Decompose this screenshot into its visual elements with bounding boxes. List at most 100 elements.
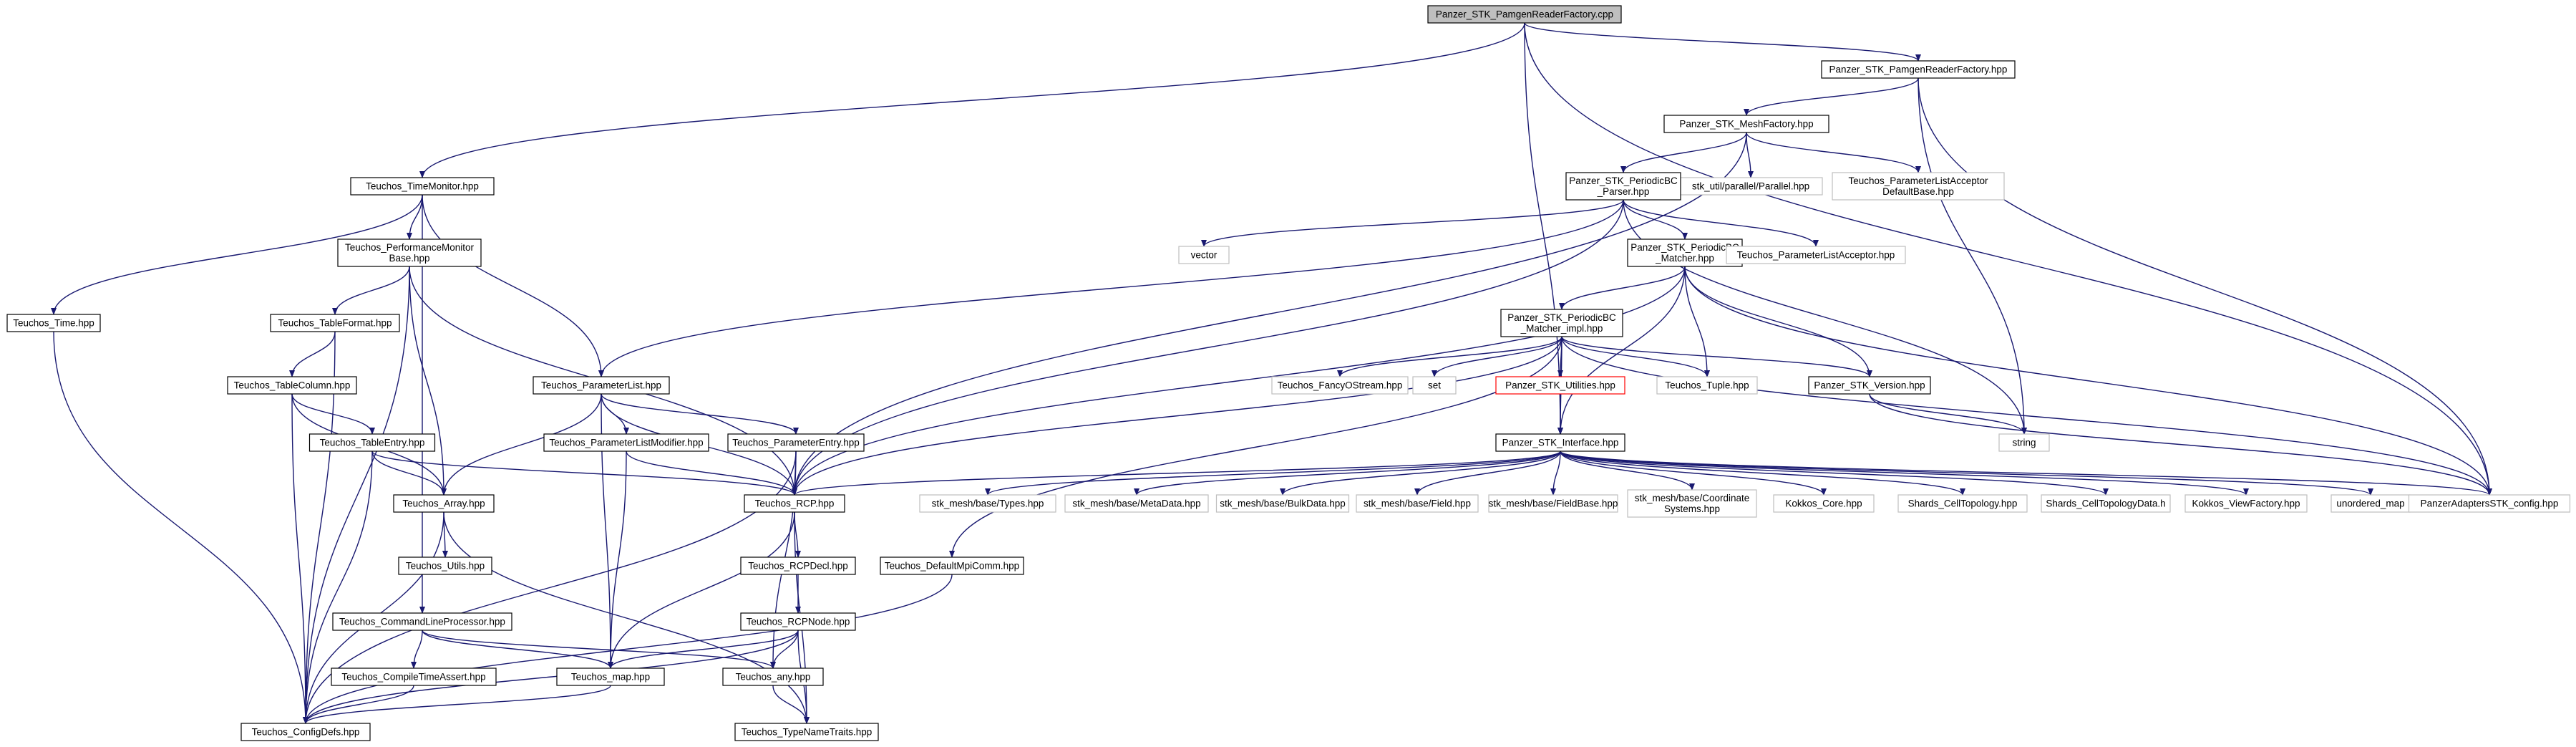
node-field[interactable]: stk_mesh/base/Field.hpp xyxy=(1356,494,1479,513)
node-periodic_matcher[interactable]: Panzer_STK_PeriodicBC_Matcher.hpp xyxy=(1627,238,1743,267)
node-rcpdecl[interactable]: Teuchos_RCPDecl.hpp xyxy=(740,556,856,575)
node-label-periodic_parser: _Parser.hpp xyxy=(1597,186,1650,197)
node-box-tableentry xyxy=(308,433,436,452)
node-string[interactable]: string xyxy=(1998,433,2050,452)
node-meshfactory[interactable]: Panzer_STK_MeshFactory.hpp xyxy=(1663,115,1829,133)
node-label-config: PanzerAdaptersSTK_config.hpp xyxy=(2421,498,2559,509)
node-types[interactable]: stk_mesh/base/Types.hpp xyxy=(919,494,1056,513)
node-label-tablecolumn: Teuchos_TableColumn.hpp xyxy=(234,380,351,391)
node-label-metadata: stk_mesh/base/MetaData.hpp xyxy=(1072,498,1200,509)
node-label-fancyostream: Teuchos_FancyOStream.hpp xyxy=(1278,380,1403,391)
node-label-array: Teuchos_Array.hpp xyxy=(402,498,485,509)
node-time[interactable]: Teuchos_Time.hpp xyxy=(6,314,101,332)
edge-interface-to-rcp xyxy=(792,450,1561,496)
node-configdefs[interactable]: Teuchos_ConfigDefs.hpp xyxy=(240,723,371,741)
edge-matcher_impl-to-mpicomm xyxy=(949,336,1562,558)
node-box-compiletime xyxy=(331,668,497,686)
edge-matcher_impl-to-set xyxy=(1432,336,1562,377)
node-label-set: set xyxy=(1428,380,1441,391)
node-label-periodic_matcher: _Matcher.hpp xyxy=(1655,253,1714,264)
node-paramlist[interactable]: Teuchos_ParameterList.hpp xyxy=(533,376,670,395)
edge-time-to-configdefs xyxy=(53,331,308,724)
node-label-plmodifier: Teuchos_ParameterListModifier.hpp xyxy=(549,438,703,448)
node-label-configdefs: Teuchos_ConfigDefs.hpp xyxy=(252,727,360,738)
edge-tablecolumn-to-tableentry xyxy=(291,393,375,435)
node-box-fancyostream xyxy=(1271,376,1409,395)
node-label-paramentry: Teuchos_ParameterEntry.hpp xyxy=(732,438,860,448)
node-celltopology[interactable]: Shards_CellTopology.hpp xyxy=(1897,494,2028,513)
node-box-paramlist xyxy=(533,376,670,395)
node-compiletime[interactable]: Teuchos_CompileTimeAssert.hpp xyxy=(331,668,497,686)
node-box-config xyxy=(2408,494,2571,513)
node-box-tableformat xyxy=(270,314,400,332)
node-label-matcher_impl: _Matcher_impl.hpp xyxy=(1520,323,1603,334)
node-any[interactable]: Teuchos_any.hpp xyxy=(722,668,824,686)
node-tablecolumn[interactable]: Teuchos_TableColumn.hpp xyxy=(227,376,357,395)
edge-pamgen_hpp-to-meshfactory xyxy=(1744,77,1919,116)
node-fieldbase[interactable]: stk_mesh/base/FieldBase.hpp xyxy=(1488,494,1618,513)
node-parallel[interactable]: stk_util/parallel/Parallel.hpp xyxy=(1678,177,1823,196)
node-paramentry[interactable]: Teuchos_ParameterEntry.hpp xyxy=(727,433,865,452)
node-label-utils: Teuchos_Utils.hpp xyxy=(406,561,485,572)
node-matcher_impl[interactable]: Panzer_STK_PeriodicBC_Matcher_impl.hpp xyxy=(1500,309,1623,337)
node-label-matcher_impl: Panzer_STK_PeriodicBC xyxy=(1507,312,1616,323)
node-unordered_map[interactable]: unordered_map xyxy=(2330,494,2411,513)
node-rcp[interactable]: Teuchos_RCP.hpp xyxy=(744,494,845,513)
node-root[interactable]: Panzer_STK_PamgenReaderFactory.cpp xyxy=(1427,5,1622,24)
node-tuple[interactable]: Teuchos_Tuple.hpp xyxy=(1656,376,1758,395)
node-label-pla_default: DefaultBase.hpp xyxy=(1882,186,1954,197)
node-tableformat[interactable]: Teuchos_TableFormat.hpp xyxy=(270,314,400,332)
node-box-meshfactory xyxy=(1663,115,1829,133)
node-box-periodic_parser xyxy=(1565,172,1681,201)
node-set[interactable]: set xyxy=(1412,376,1457,395)
node-bulkdata[interactable]: stk_mesh/base/BulkData.hpp xyxy=(1215,494,1350,513)
node-label-coordsys: stk_mesh/base/Coordinate xyxy=(1635,493,1750,503)
node-label-meshfactory: Panzer_STK_MeshFactory.hpp xyxy=(1679,119,1813,130)
edge-meshfactory-to-pla_default xyxy=(1746,132,1921,173)
node-viewfactory[interactable]: Kokkos_ViewFactory.hpp xyxy=(2184,494,2308,513)
node-tableentry[interactable]: Teuchos_TableEntry.hpp xyxy=(308,433,436,452)
node-vector[interactable]: vector xyxy=(1178,246,1230,264)
node-pla[interactable]: Teuchos_ParameterListAcceptor.hpp xyxy=(1726,246,1906,264)
node-plmodifier[interactable]: Teuchos_ParameterListModifier.hpp xyxy=(543,433,709,452)
node-box-array xyxy=(393,494,495,513)
node-timemonitor[interactable]: Teuchos_TimeMonitor.hpp xyxy=(350,177,495,196)
edge-root-to-timemonitor xyxy=(419,22,1525,178)
node-rcpnode[interactable]: Teuchos_RCPNode.hpp xyxy=(740,612,856,631)
edge-any-to-typename xyxy=(772,685,810,724)
node-config[interactable]: PanzerAdaptersSTK_config.hpp xyxy=(2408,494,2571,513)
node-metadata[interactable]: stk_mesh/base/MetaData.hpp xyxy=(1064,494,1209,513)
edge-interface-to-metadata xyxy=(1134,450,1561,496)
node-label-kokkoscore: Kokkos_Core.hpp xyxy=(1785,498,1862,509)
edge-interface-to-field xyxy=(1414,450,1561,496)
node-interface[interactable]: Panzer_STK_Interface.hpp xyxy=(1495,433,1625,452)
node-utils[interactable]: Teuchos_Utils.hpp xyxy=(398,556,492,575)
node-pla_default[interactable]: Teuchos_ParameterListAcceptorDefaultBase… xyxy=(1832,172,2005,201)
edge-matcher_impl-to-tuple xyxy=(1561,336,1710,377)
node-label-typename: Teuchos_TypeNameTraits.hpp xyxy=(742,727,873,738)
node-celltopodata[interactable]: Shards_CellTopologyData.h xyxy=(2041,494,2171,513)
node-box-celltopology xyxy=(1897,494,2028,513)
edge-timemonitor-to-paramlist xyxy=(422,194,604,377)
edge-periodic_matcher-to-version xyxy=(1684,266,1872,377)
edge-periodic_parser-to-paramlist xyxy=(598,199,1624,377)
node-cmdline[interactable]: Teuchos_CommandLineProcessor.hpp xyxy=(332,612,512,631)
node-pamgen_hpp[interactable]: Panzer_STK_PamgenReaderFactory.hpp xyxy=(1821,60,2016,79)
node-array[interactable]: Teuchos_Array.hpp xyxy=(393,494,495,513)
node-version[interactable]: Panzer_STK_Version.hpp xyxy=(1808,376,1931,395)
node-map[interactable]: Teuchos_map.hpp xyxy=(556,668,665,686)
node-typename[interactable]: Teuchos_TypeNameTraits.hpp xyxy=(734,723,879,741)
node-box-cmdline xyxy=(332,612,512,631)
node-box-plmodifier xyxy=(543,433,709,452)
node-kokkoscore[interactable]: Kokkos_Core.hpp xyxy=(1773,494,1875,513)
node-periodic_parser[interactable]: Panzer_STK_PeriodicBC_Parser.hpp xyxy=(1565,172,1681,201)
node-utilities[interactable]: Panzer_STK_Utilities.hpp xyxy=(1495,376,1625,395)
node-box-any xyxy=(722,668,824,686)
edge-interface-to-bulkdata xyxy=(1280,450,1561,496)
edge-perfmon-to-array xyxy=(409,266,447,496)
node-mpicomm[interactable]: Teuchos_DefaultMpiComm.hpp xyxy=(880,556,1024,575)
edge-matcher_impl-to-rcp xyxy=(792,336,1562,496)
node-fancyostream[interactable]: Teuchos_FancyOStream.hpp xyxy=(1271,376,1409,395)
